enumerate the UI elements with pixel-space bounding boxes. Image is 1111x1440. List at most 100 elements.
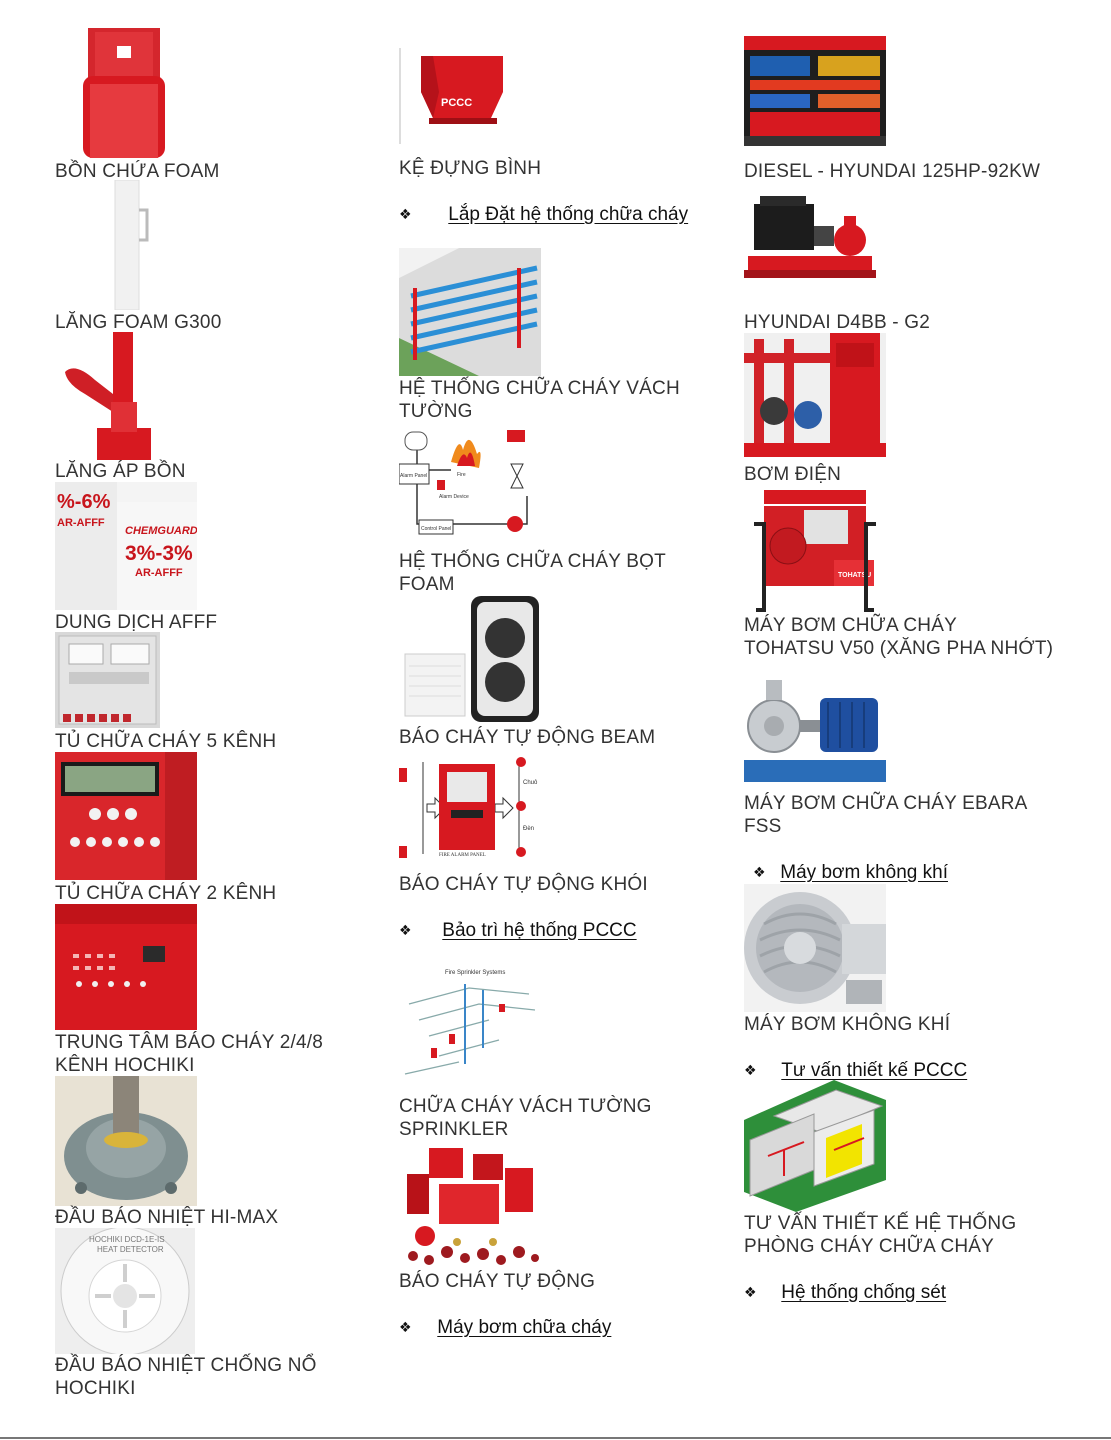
floor-plan-image	[744, 1080, 886, 1212]
diamond-bullet-icon: ❖	[744, 1284, 757, 1300]
ebara-pump-image	[744, 676, 886, 786]
product-caption: HYUNDAI D4BB - G2	[744, 312, 931, 333]
fire-equipment-icon	[399, 1144, 541, 1268]
caption-line: ĐẦU BÁO NHIỆT CHỐNG NỔ	[55, 1355, 317, 1376]
fire-label: Fire	[457, 472, 466, 478]
control-panel-label: Control Panel	[421, 526, 451, 532]
sprinkler-diagram-icon: Fire Sprinkler Systems	[399, 964, 541, 1092]
portable-pump-icon: TOHATSU	[744, 484, 886, 614]
link-text[interactable]: Máy bơm không khí	[780, 862, 948, 883]
product-caption: ĐẦU BÁO NHIỆT CHỐNG NỔ HOCHIKI	[55, 1354, 317, 1400]
diamond-bullet-icon: ❖	[399, 922, 412, 938]
extinguisher-shelf-icon: PCCC	[399, 48, 541, 144]
diesel-pump-image	[744, 196, 876, 286]
product-caption: LĂNG FOAM G300	[55, 312, 222, 333]
afff-label-4: AR-AFFF	[135, 567, 183, 579]
diamond-bullet-icon: ❖	[744, 1062, 757, 1078]
afff-label-2: AR-AFFF	[57, 517, 105, 529]
fire-alarm-panel-icon: FIRE ALARM PANEL Chuô Đèn	[399, 754, 541, 862]
product-caption: BỒN CHỨA FOAM	[55, 161, 220, 182]
ebara-pump-icon	[744, 676, 886, 786]
caption-line: FSS	[744, 816, 782, 837]
link-lightning-protection[interactable]: ❖ Hệ thống chống sét	[744, 1281, 946, 1304]
link-text[interactable]: Bảo trì hệ thống PCCC	[442, 920, 637, 941]
explosion-proof-detector-image: HOCHIKI DCD-1E-IS HEAT DETECTOR	[55, 1228, 195, 1354]
page-divider	[0, 1437, 1111, 1439]
caption-line: TRUNG TÂM BÁO CHÁY 2/4/8	[55, 1032, 324, 1053]
link-text[interactable]: Máy bơm chữa cháy	[437, 1317, 612, 1338]
tohatsu-brand-label: TOHATSU	[838, 572, 871, 579]
electric-pump-image	[744, 333, 886, 457]
link-text[interactable]: Tư vấn thiết kế PCCC	[781, 1060, 968, 1081]
extinguisher-shelf-image: PCCC	[399, 48, 541, 144]
link-install-fire-system[interactable]: ❖ Lắp Đặt hệ thống chữa cháy	[399, 203, 688, 226]
link-text[interactable]: Lắp Đặt hệ thống chữa cháy	[448, 204, 689, 225]
tohatsu-pump-image: TOHATSU	[744, 484, 886, 614]
detector-type-label: HEAT DETECTOR	[97, 1245, 164, 1254]
detector-model-label: HOCHIKI DCD-1E-IS	[89, 1235, 165, 1244]
link-maintenance[interactable]: ❖ Bảo trì hệ thống PCCC	[399, 919, 637, 942]
product-caption: MÁY BƠM CHỮA CHÁY TOHATSU V50 (XĂNG PHA …	[744, 614, 1053, 660]
electric-pump-icon	[744, 333, 886, 457]
afff-brand-label: CHEMGUARD	[125, 525, 197, 537]
air-blower-icon	[744, 884, 886, 1012]
caption-line: CHỮA CHÁY VÁCH TƯỜNG	[399, 1096, 652, 1117]
2-channel-panel-image	[55, 752, 197, 880]
afff-container-icon: %-6% AR-AFFF CHEMGUARD 3%-3% AR-AFFF	[55, 482, 197, 610]
heat-detector-icon	[55, 1076, 197, 1206]
product-caption: TỦ CHỮA CHÁY 2 KÊNH	[55, 883, 277, 904]
foam-system-image: Alarm Panel Alarm Device Control Panel F…	[399, 424, 541, 542]
product-caption: TRUNG TÂM BÁO CHÁY 2/4/8 KÊNH HOCHIKI	[55, 1031, 323, 1077]
afff-label-1: %-6%	[57, 491, 111, 513]
caption-line: HỆ THỐNG CHỮA CHÁY BỌT	[399, 551, 666, 572]
foam-nozzle-icon	[55, 180, 197, 310]
diesel-generator-image	[744, 36, 886, 146]
diamond-bullet-icon: ❖	[753, 864, 766, 880]
panel-caption-label: FIRE ALARM PANEL	[439, 853, 486, 858]
floor-plan-icon	[744, 1080, 886, 1212]
product-caption: HỆ THỐNG CHỮA CHÁY VÁCH TƯỜNG	[399, 377, 680, 423]
link-text[interactable]: Hệ thống chống sét	[781, 1282, 947, 1303]
beam-detector-icon	[399, 596, 541, 722]
5-channel-panel-image	[55, 632, 160, 728]
product-caption: BÁO CHÁY TỰ ĐỘNG KHÓI	[399, 874, 648, 895]
product-caption: TƯ VẤN THIẾT KẾ HỆ THỐNG PHÒNG CHÁY CHỮA…	[744, 1212, 1016, 1258]
heat-detector-image	[55, 1076, 197, 1206]
light-label: Đèn	[523, 826, 534, 832]
caption-line: TOHATSU V50 (XĂNG PHA NHỚT)	[744, 638, 1054, 659]
diesel-generator-icon	[744, 36, 886, 146]
shelf-label: PCCC	[441, 97, 472, 109]
alarm-device-label: Alarm Device	[439, 494, 469, 500]
product-caption: DUNG DỊCH AFFF	[55, 612, 218, 633]
product-caption: MÁY BƠM CHỮA CHÁY EBARA FSS	[744, 792, 1028, 838]
product-caption: TỦ CHỮA CHÁY 5 KÊNH	[55, 731, 277, 752]
caption-line: PHÒNG CHÁY CHỮA CHÁY	[744, 1236, 995, 1257]
caption-line: KÊNH HOCHIKI	[55, 1055, 195, 1076]
alarm-center-icon	[55, 904, 197, 1030]
control-panel-icon	[55, 632, 160, 728]
product-caption: ĐẦU BÁO NHIỆT HI-MAX	[55, 1207, 279, 1228]
caption-line: MÁY BƠM CHỮA CHÁY EBARA	[744, 793, 1028, 814]
alarm-panel-label: Alarm Panel	[400, 473, 427, 479]
sprinkler-title-label: Fire Sprinkler Systems	[445, 970, 505, 976]
product-caption: DIESEL - HYUNDAI 125HP-92KW	[744, 161, 1041, 182]
diesel-pump-icon	[744, 196, 876, 286]
beam-detector-image	[399, 596, 541, 722]
sprinkler-image: Fire Sprinkler Systems	[399, 964, 541, 1092]
link-fire-pump[interactable]: ❖ Máy bơm chữa cháy	[399, 1316, 611, 1339]
product-caption: KỆ ĐỰNG BÌNH	[399, 158, 542, 179]
link-fire-consulting[interactable]: ❖ Tư vấn thiết kế PCCC	[744, 1059, 967, 1082]
product-caption: LĂNG ÁP BỒN	[55, 461, 186, 482]
caption-line: HỆ THỐNG CHỮA CHÁY VÁCH	[399, 378, 680, 399]
wall-fire-system-image	[399, 248, 541, 376]
sprinkler-pipe-icon	[399, 248, 541, 376]
alarm-center-image	[55, 904, 197, 1030]
caption-line: TƯỜNG	[399, 401, 473, 422]
tank-nozzle-image	[55, 332, 197, 460]
link-air-pump[interactable]: ❖ Máy bơm không khí	[753, 861, 948, 884]
foam-tank-image	[55, 28, 197, 158]
diamond-bullet-icon: ❖	[399, 206, 412, 222]
caption-line: HOCHIKI	[55, 1378, 136, 1399]
afff-label-3: 3%-3%	[125, 542, 193, 565]
foam-tank-icon	[55, 28, 197, 158]
